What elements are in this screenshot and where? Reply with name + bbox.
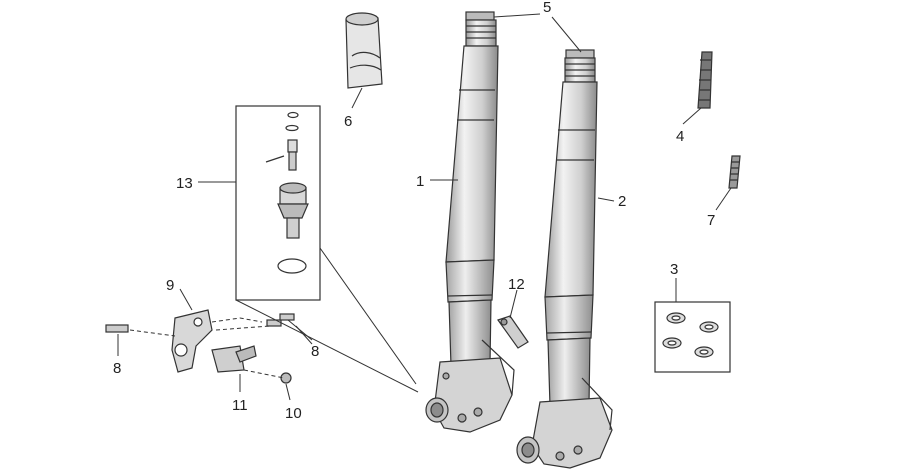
callout-9: 9 xyxy=(166,277,174,294)
callout-1: 1 xyxy=(416,173,424,190)
detail-box xyxy=(235,105,321,301)
seal-kit-box xyxy=(654,301,731,373)
callout-3: 3 xyxy=(670,261,678,278)
leader-lines xyxy=(117,13,732,401)
small-spring xyxy=(728,155,741,189)
spring-rod xyxy=(697,51,713,109)
callout-13: 13 xyxy=(176,175,193,192)
fork-leg-right xyxy=(516,49,613,469)
fork-leg-left xyxy=(425,11,515,433)
callout-8b: 8 xyxy=(311,343,319,360)
callout-4: 4 xyxy=(676,128,684,145)
callout-8a: 8 xyxy=(113,360,121,377)
bracket-part-12 xyxy=(497,315,529,349)
callout-7: 7 xyxy=(707,212,715,229)
callout-6: 6 xyxy=(344,113,352,130)
bracket-assembly xyxy=(105,309,295,384)
callout-5: 5 xyxy=(543,0,551,16)
callout-11: 11 xyxy=(232,397,248,414)
callout-10: 10 xyxy=(285,405,302,422)
sleeve-part xyxy=(345,12,383,89)
callout-labels: 1 2 3 4 5 6 7 8 8 9 10 11 12 13 xyxy=(113,0,715,422)
callout-12: 12 xyxy=(508,276,525,293)
callout-2: 2 xyxy=(618,193,626,210)
